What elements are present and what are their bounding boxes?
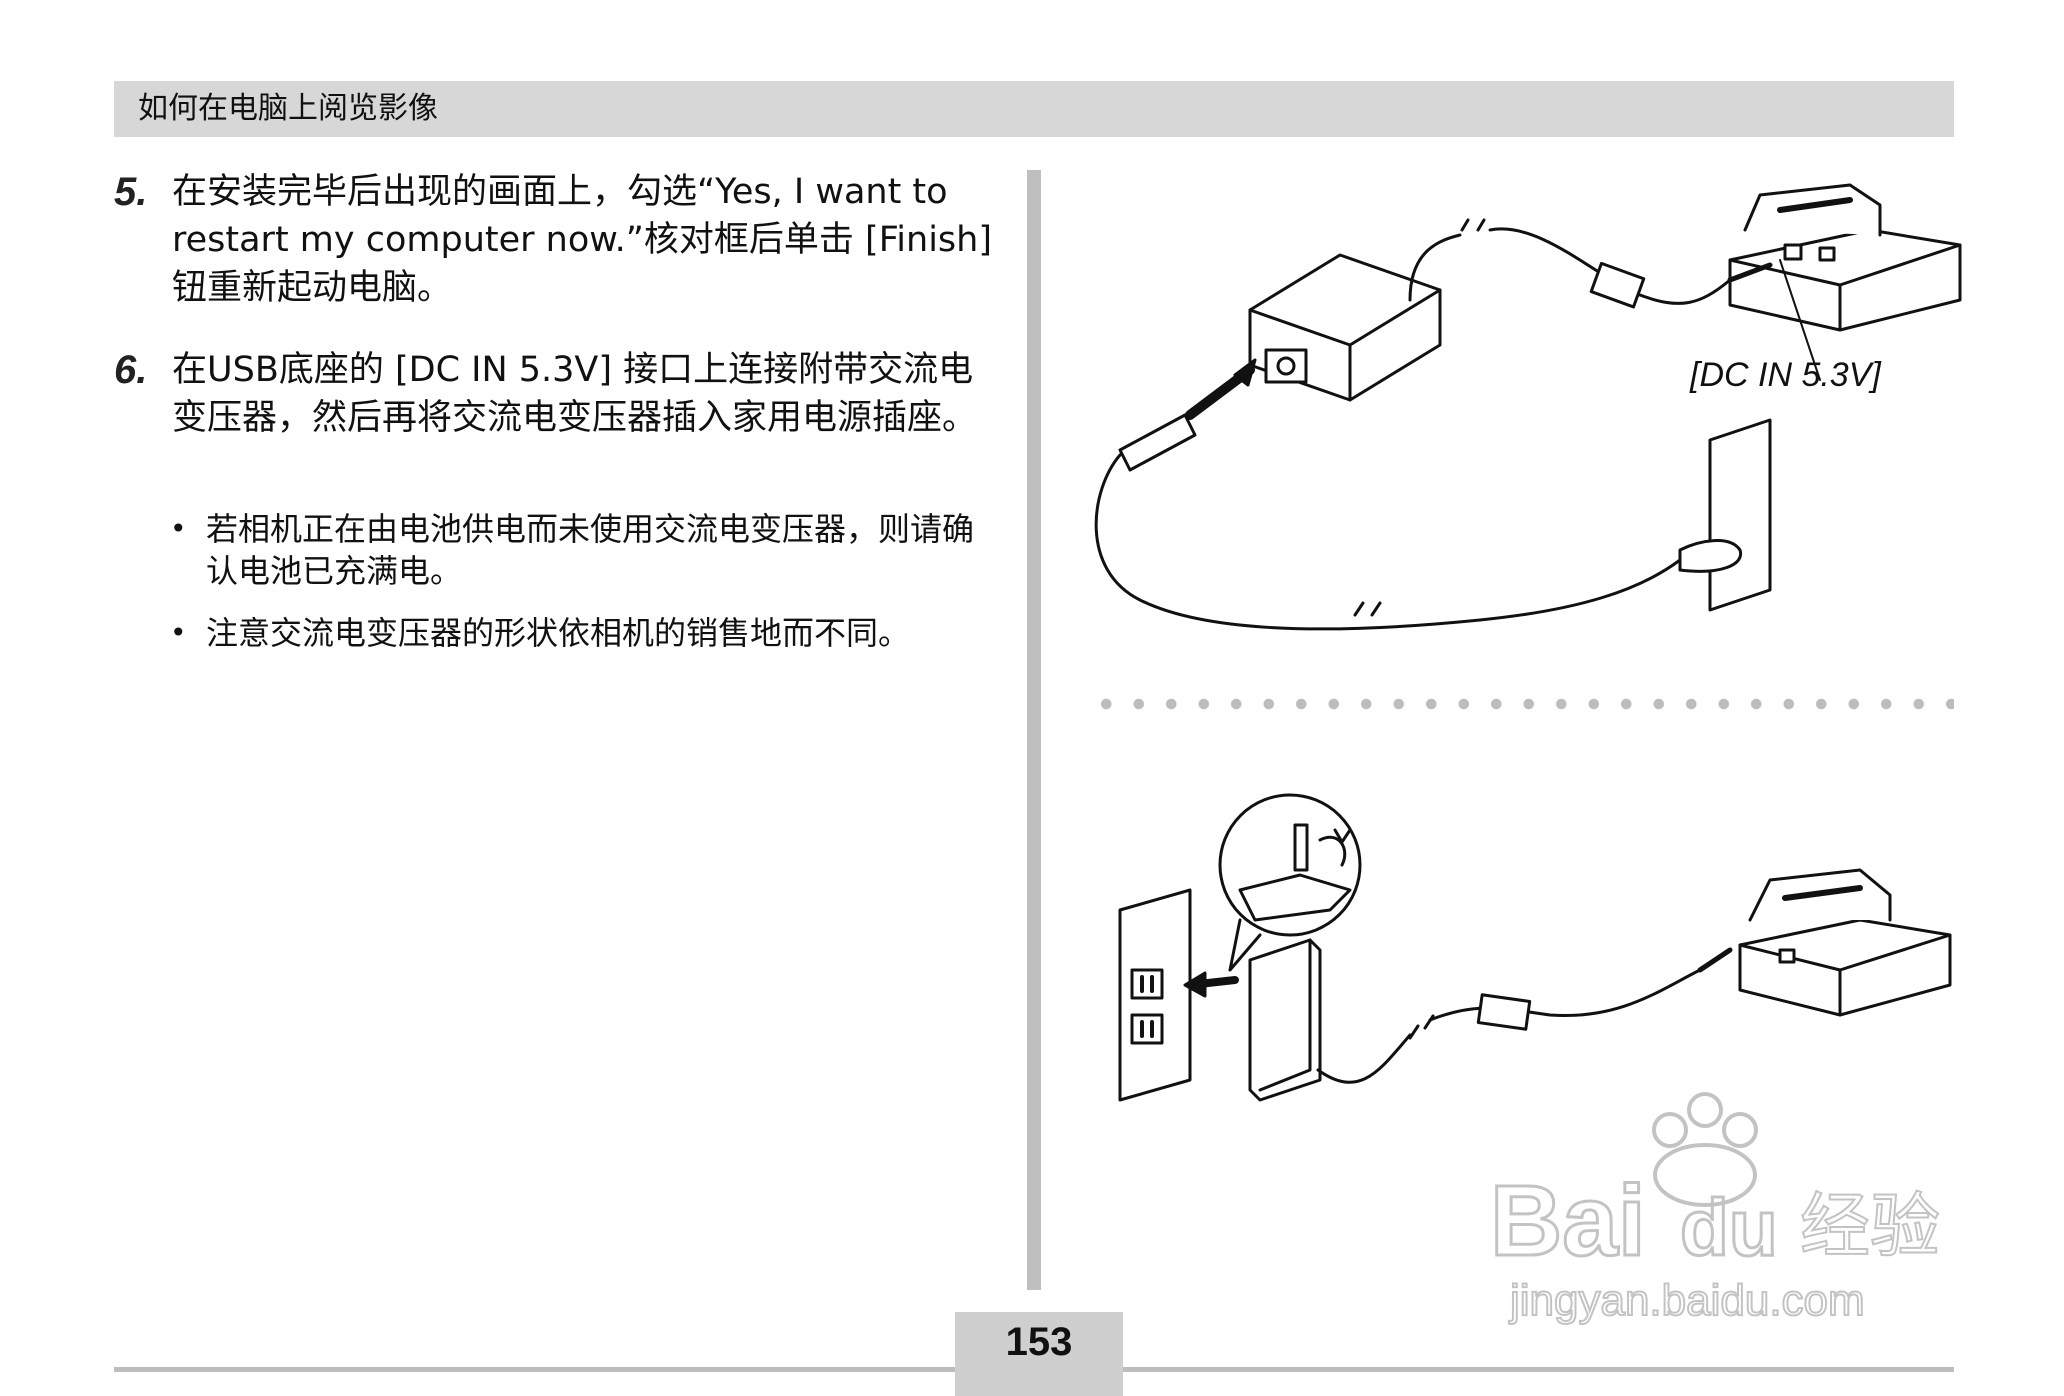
step-text: 在安装完毕后出现的画面上，勾选“Yes, I want to restart m…	[172, 172, 992, 308]
baidu-watermark-logo: Bai du 经验 jingyan.baidu.com	[1470, 1080, 1950, 1330]
page-number-tab: 153	[955, 1312, 1123, 1396]
svg-text:Bai: Bai	[1490, 1165, 1646, 1277]
wall-outlet-icon	[1118, 888, 1192, 1102]
step-text: 在USB底座的 [DC IN 5.3V] 接口上连接附带交流电变压器，然后再将交…	[172, 350, 978, 438]
svg-text:du: du	[1680, 1183, 1778, 1272]
bullet-mark: •	[170, 512, 187, 545]
plug-detail-magnifier-icon	[1218, 793, 1362, 972]
svg-text:经验: 经验	[1800, 1185, 1940, 1267]
folding-plug-adaptor-illustration	[1080, 770, 1964, 1200]
step-number: 6.	[114, 348, 148, 392]
note-text: 若相机正在由电池供电而未使用交流电变压器，则请确认电池已充满电。	[206, 510, 975, 590]
wall-outlet-icon	[1678, 418, 1772, 612]
page-number: 153	[1005, 1320, 1073, 1364]
ac-adaptor-cradle-illustration	[1080, 170, 1964, 660]
section-header-bar: 如何在电脑上阅览影像	[114, 81, 1954, 137]
usb-cradle-icon	[1728, 183, 1962, 332]
step-number: 5.	[114, 170, 148, 214]
section-title: 如何在电脑上阅览影像	[138, 91, 438, 126]
dc-in-label: [DC IN 5.3V]	[1690, 356, 1881, 394]
ac-adaptor-icon	[1248, 253, 1442, 402]
ac-adaptor-icon	[1248, 938, 1322, 1102]
note-text: 注意交流电变压器的形状依相机的销售地而不同。	[206, 614, 911, 652]
usb-cradle-icon	[1738, 868, 1952, 1017]
dotted-separator	[1090, 698, 1954, 710]
bullet-mark: •	[170, 616, 187, 649]
column-divider	[1027, 170, 1041, 1290]
svg-text:jingyan.baidu.com: jingyan.baidu.com	[1508, 1276, 1865, 1325]
